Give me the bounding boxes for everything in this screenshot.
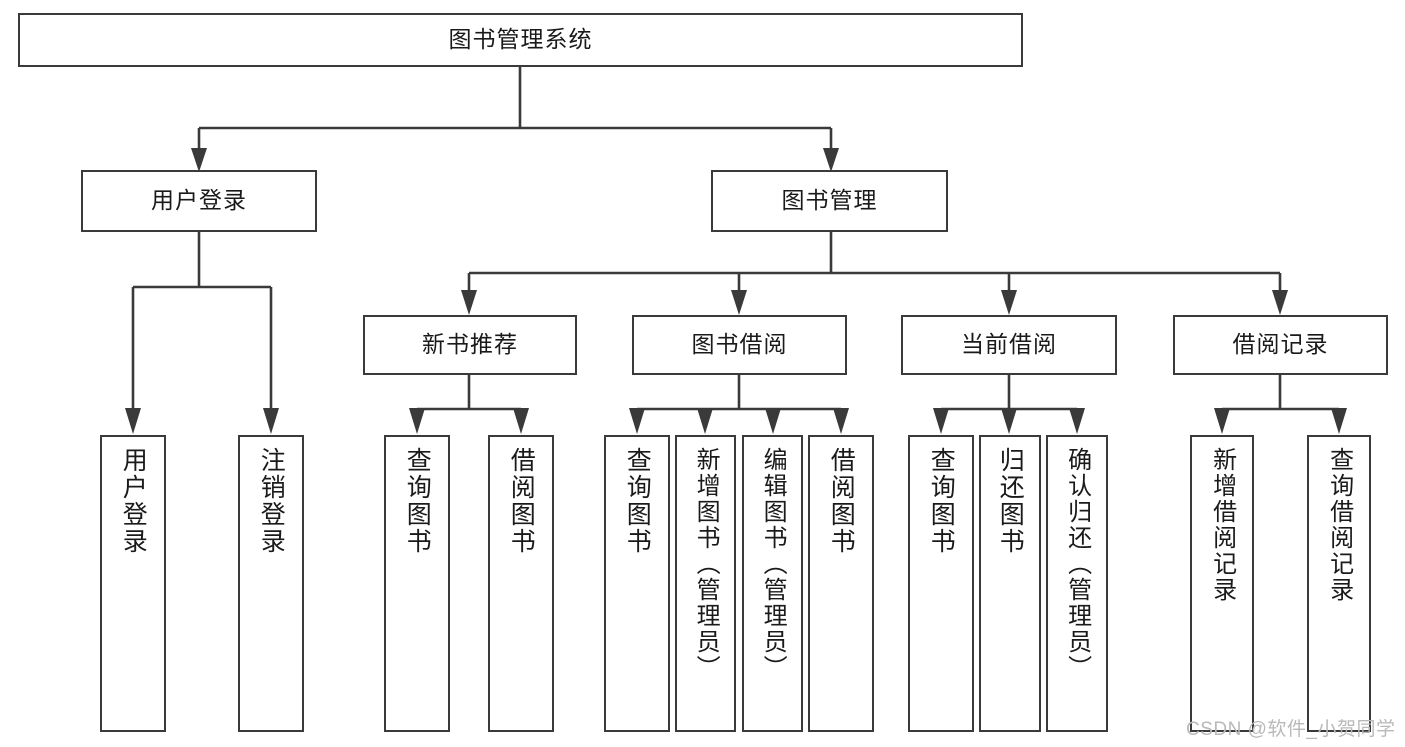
arrowhead-leaf-5 [629, 408, 645, 434]
leaf-query-borrow-record[interactable]: 查询借阅记录 [1307, 435, 1371, 732]
node-root[interactable]: 图书管理系统 [18, 13, 1023, 67]
arrowhead-leaf-12 [1214, 408, 1230, 434]
leaf-user-login[interactable]: 用户登录 [100, 435, 166, 732]
leaf-add-book-admin[interactable]: 新增图书（管理员） [675, 435, 736, 732]
node-root-label: 图书管理系统 [448, 26, 593, 53]
node-borrow-record[interactable]: 借阅记录 [1173, 315, 1388, 375]
node-new-book-recommend-label: 新书推荐 [422, 331, 518, 358]
leaf-query-book-recommend[interactable]: 查询图书 [384, 435, 450, 732]
leaf-return-book[interactable]: 归还图书 [979, 435, 1041, 732]
leaf-query-book-borrow[interactable]: 查询图书 [604, 435, 670, 732]
leaf-logout-label: 注销登录 [257, 447, 286, 555]
leaf-query-book-current-label: 查询图书 [927, 447, 956, 555]
arrowhead-borrow [731, 290, 747, 315]
arrowhead-leaf-8 [833, 408, 849, 434]
arrowhead-leaf-6 [697, 408, 713, 434]
arrowhead-leaf-11 [1069, 408, 1085, 434]
arrowhead-login [191, 148, 207, 172]
leaf-query-book-recommend-label: 查询图书 [403, 447, 432, 555]
arrowhead-leaf-4 [513, 408, 529, 434]
arrowhead-bookmgmt [823, 148, 839, 172]
node-borrow-record-label: 借阅记录 [1232, 331, 1329, 358]
leaf-return-book-label: 归还图书 [996, 447, 1025, 555]
arrowhead-leaf-7 [765, 408, 781, 434]
node-book-borrow[interactable]: 图书借阅 [632, 315, 847, 375]
node-book-management-label: 图书管理 [781, 187, 878, 214]
leaf-add-borrow-record[interactable]: 新增借阅记录 [1190, 435, 1254, 732]
arrowhead-leaf-2 [263, 408, 279, 434]
arrowhead-current [1001, 290, 1017, 315]
node-user-login[interactable]: 用户登录 [81, 170, 317, 232]
leaf-borrow-book[interactable]: 借阅图书 [808, 435, 874, 732]
leaf-confirm-return-admin-label: 确认归还（管理员） [1063, 447, 1091, 681]
leaf-borrow-book-recommend[interactable]: 借阅图书 [488, 435, 554, 732]
leaf-user-login-label: 用户登录 [119, 447, 148, 555]
watermark: CSDN @软件_小贺同学 [1186, 719, 1396, 740]
arrowhead-leaf-3 [409, 408, 425, 434]
leaf-borrow-book-label: 借阅图书 [827, 447, 856, 555]
arrowhead-leaf-10 [1001, 408, 1017, 434]
leaf-edit-book-admin[interactable]: 编辑图书（管理员） [742, 435, 803, 732]
leaf-query-book-current[interactable]: 查询图书 [908, 435, 974, 732]
arrowhead-leaf-13 [1331, 408, 1347, 434]
arrowhead-newbook [461, 290, 477, 315]
leaf-edit-book-admin-label: 编辑图书（管理员） [759, 447, 787, 681]
node-new-book-recommend[interactable]: 新书推荐 [363, 315, 577, 375]
node-book-borrow-label: 图书借阅 [691, 331, 788, 358]
leaf-confirm-return-admin[interactable]: 确认归还（管理员） [1046, 435, 1108, 732]
leaf-query-borrow-record-label: 查询借阅记录 [1325, 447, 1353, 603]
leaf-logout[interactable]: 注销登录 [238, 435, 304, 732]
leaf-add-borrow-record-label: 新增借阅记录 [1208, 447, 1236, 603]
node-current-borrow-label: 当前借阅 [961, 331, 1057, 358]
node-book-management[interactable]: 图书管理 [711, 170, 948, 232]
arrowhead-leaf-1 [125, 408, 141, 434]
node-current-borrow[interactable]: 当前借阅 [901, 315, 1117, 375]
arrowhead-record [1272, 290, 1288, 315]
leaf-query-book-borrow-label: 查询图书 [623, 447, 652, 555]
arrowhead-leaf-9 [933, 408, 949, 434]
leaf-borrow-book-recommend-label: 借阅图书 [507, 447, 536, 555]
leaf-add-book-admin-label: 新增图书（管理员） [692, 447, 720, 681]
node-user-login-label: 用户登录 [151, 187, 247, 214]
